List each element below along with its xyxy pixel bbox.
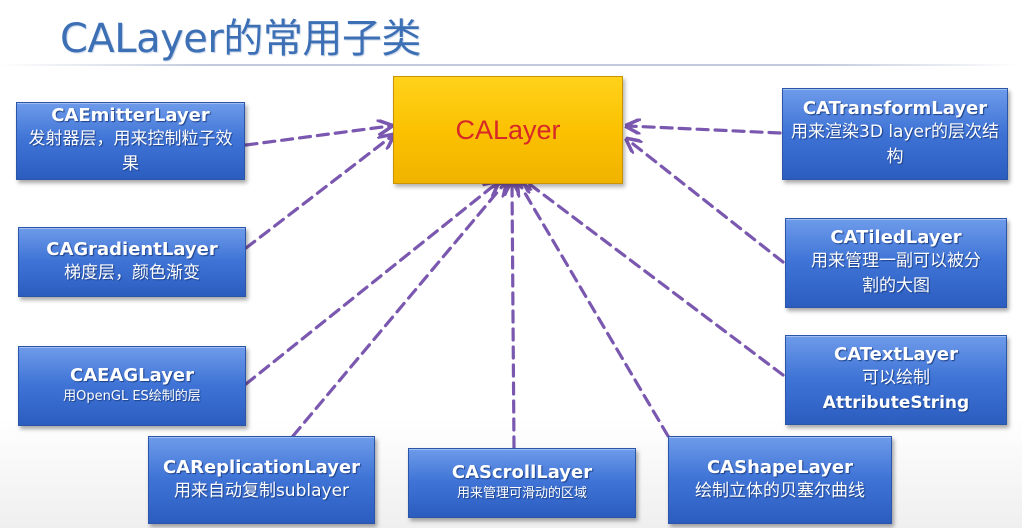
page-title: CALayer的常用子类 <box>60 16 421 62</box>
node-description: 可以绘制 <box>862 368 930 388</box>
arrow-text <box>524 180 785 377</box>
node-name: CATiledLayer <box>830 227 962 248</box>
arrow-gradient <box>244 136 392 250</box>
node-description: 用来自动复制sublayer <box>173 480 350 501</box>
node-name: CAReplicationLayer <box>162 456 361 478</box>
node-cashapelayer: CAShapeLayer 绘制立体的贝塞尔曲线 <box>668 436 892 524</box>
node-careplicationlayer: CAReplicationLayer 用来自动复制sublayer <box>148 436 375 524</box>
node-name: CAEmitterLayer <box>51 105 210 126</box>
node-catextlayer: CATextLayer 可以绘制 AttributeString <box>785 335 1007 425</box>
node-catransformlayer: CATransformLayer 用来渲染3D layer的层次结构 <box>782 88 1008 180</box>
node-description: 用来管理一副可以被分割的大图 <box>811 251 981 296</box>
node-description: 用OpenGL ES绘制的层 <box>63 389 201 404</box>
arrow-scroll <box>512 183 514 450</box>
node-description: 绘制立体的贝塞尔曲线 <box>695 480 865 501</box>
arrow-shape <box>519 183 670 438</box>
arrow-eagl <box>244 183 497 386</box>
node-name: CAScrollLayer <box>451 462 593 483</box>
node-description: 梯度层，颜色渐变 <box>64 262 200 283</box>
node-cascrolllayer: CAScrollLayer 用来管理可滑动的区域 <box>408 448 636 518</box>
node-description-line2: AttributeString <box>822 393 970 413</box>
node-name: CAEAGLayer <box>69 365 195 386</box>
node-catiledlayer: CATiledLayer 用来管理一副可以被分割的大图 <box>785 218 1007 308</box>
arrow-emitter <box>244 126 390 147</box>
node-description: 用来渲染3D layer的层次结构 <box>791 122 999 167</box>
title-divider <box>0 64 1022 66</box>
node-caeaglayer: CAEAGLayer 用OpenGL ES绘制的层 <box>18 346 246 426</box>
center-node-calayer: CALayer <box>393 76 623 184</box>
node-description: 发射器层，用来控制粒子效果 <box>28 129 233 174</box>
arrow-replication <box>291 183 505 438</box>
node-name: CATextLayer <box>834 344 958 365</box>
node-name: CATransformLayer <box>802 98 988 119</box>
node-description: 用来管理可滑动的区域 <box>456 486 587 501</box>
node-name: CAGradientLayer <box>46 238 218 260</box>
arrow-tiled <box>628 140 785 264</box>
arrow-transform <box>628 126 782 135</box>
center-node-label: CALayer <box>455 114 561 145</box>
node-name: CAShapeLayer <box>706 456 854 478</box>
node-cagradientlayer: CAGradientLayer 梯度层，颜色渐变 <box>18 227 246 297</box>
node-caemitterlayer: CAEmitterLayer 发射器层，用来控制粒子效果 <box>16 102 245 180</box>
